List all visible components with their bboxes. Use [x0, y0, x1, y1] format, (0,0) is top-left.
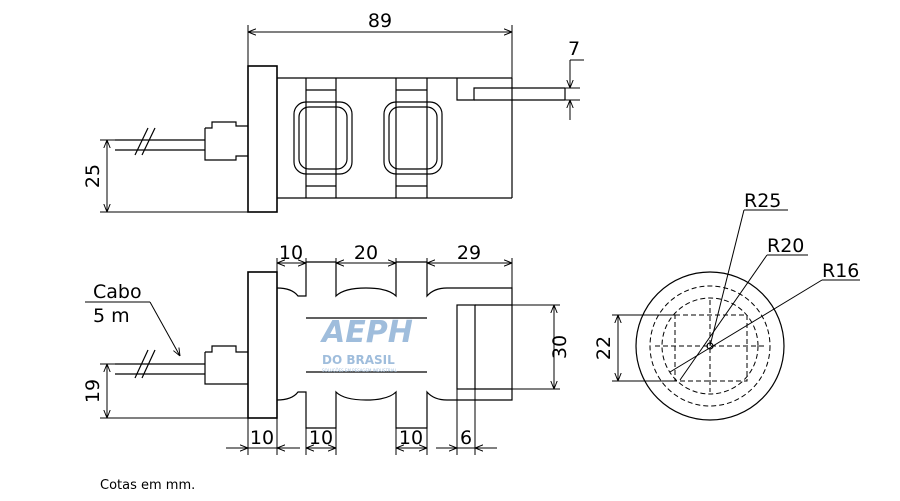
watermark-logo-text: AEPH: [320, 315, 413, 350]
radius-r16: R16: [822, 260, 859, 282]
dim-19: 19: [82, 379, 104, 403]
radius-r25: R25: [744, 190, 781, 212]
dim-29: 29: [457, 242, 481, 264]
top-view: [115, 65, 566, 213]
dim-89: 89: [368, 10, 392, 32]
dim-10-b: 10: [309, 427, 333, 449]
watermark-logo: AEPH DO BRASIL SOLUÇÕES EM PESAGEM INDUS…: [320, 315, 413, 373]
top-dim-step: 7: [565, 38, 584, 120]
side-view: R25 R20 R16: [635, 190, 860, 421]
units-note: Cotas em mm.: [100, 478, 196, 493]
radius-r20: R20: [767, 235, 804, 257]
front-dim-low: 19: [82, 363, 248, 419]
dim-10-c: 10: [399, 427, 423, 449]
dim-10-top: 10: [279, 242, 303, 264]
dim-10-a: 10: [250, 427, 274, 449]
front-dims-top: 10 20 29: [276, 242, 513, 288]
dim-22: 22: [593, 336, 615, 360]
front-dim-height: 30: [512, 304, 571, 390]
watermark-name: DO BRASIL: [322, 353, 395, 367]
top-dim-width: 89: [247, 10, 513, 78]
dim-6: 6: [460, 427, 472, 449]
dim-25: 25: [82, 164, 104, 188]
side-dim-height: 22: [593, 314, 675, 382]
dim-30: 30: [549, 335, 571, 359]
cable-label-line1: Cabo: [93, 281, 142, 303]
front-dims-bottom: 10 10 10 6: [226, 389, 497, 455]
top-dim-height: 25: [82, 139, 248, 213]
dim-20: 20: [354, 242, 378, 264]
technical-drawing: 89 7 25: [82, 10, 860, 455]
dim-7: 7: [568, 38, 580, 60]
front-view: [115, 261, 513, 429]
watermark-tagline: SOLUÇÕES EM PESAGEM INDUSTRIAL: [322, 368, 398, 373]
cable-label: Cabo 5 m: [85, 281, 180, 356]
cable-label-line2: 5 m: [93, 305, 130, 327]
